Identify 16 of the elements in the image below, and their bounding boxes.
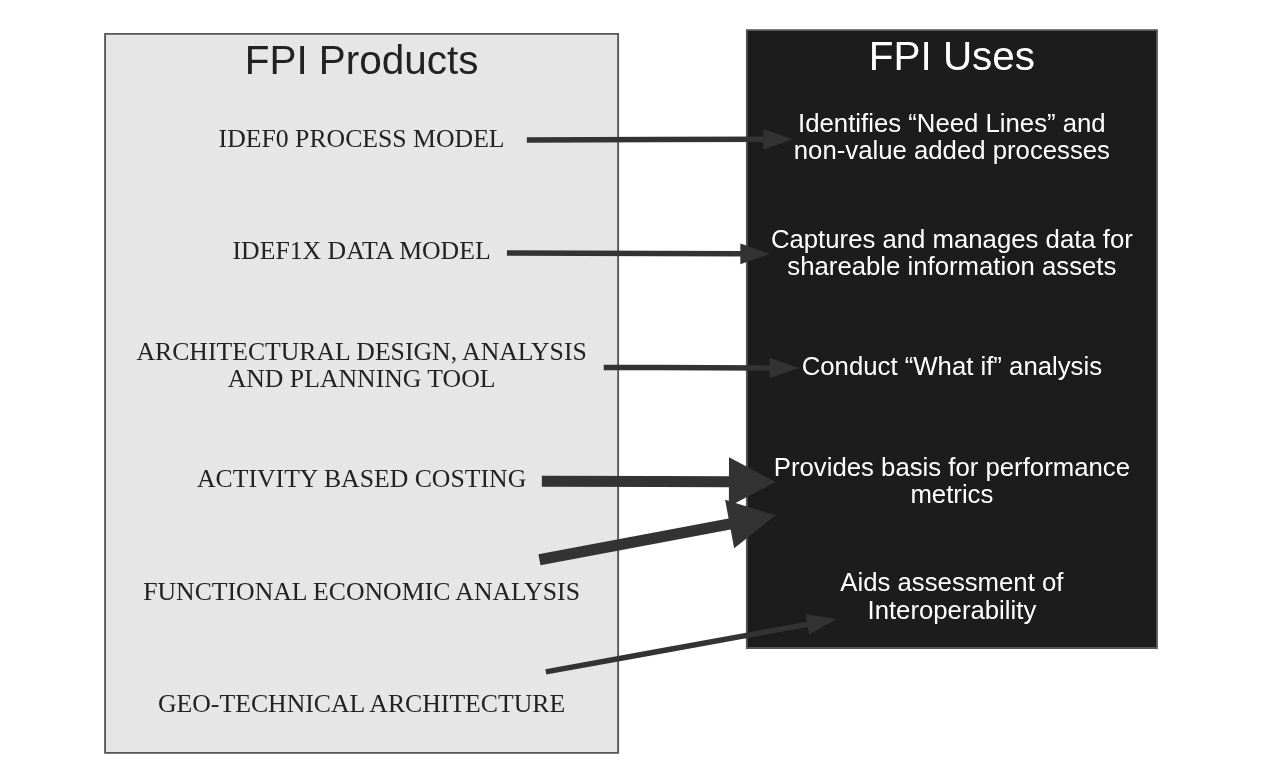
arrow [603,357,799,379]
arrow [538,499,776,566]
node-text: ACTIVITY BASED COSTING [196,464,527,494]
node-text: IDEF0 PROCESS MODEL [218,124,505,154]
node-text: Conduct “What if” analysis [801,352,1103,381]
node-text: IDEF1X DATA MODEL [232,236,491,266]
arrow [526,128,793,150]
node-text: GEO-TECHNICAL ARCHITECTURE [158,688,566,718]
node-text: ARCHITECTURAL DESIGN, ANALYSIS AND PLANNING TOOL [136,336,587,394]
node-text: Identifies “Need Lines” and non-value added processes [793,108,1110,165]
arrow [506,243,770,265]
node-text: Provides basis for performance metrics [773,452,1130,509]
arrow [545,614,837,675]
node-text: Captures and manages data for shareable information assets [770,224,1133,281]
node-text: FUNCTIONAL ECONOMIC ANALYSIS [143,576,581,606]
node-text: Aids assessment of Interoperability [840,568,1064,624]
